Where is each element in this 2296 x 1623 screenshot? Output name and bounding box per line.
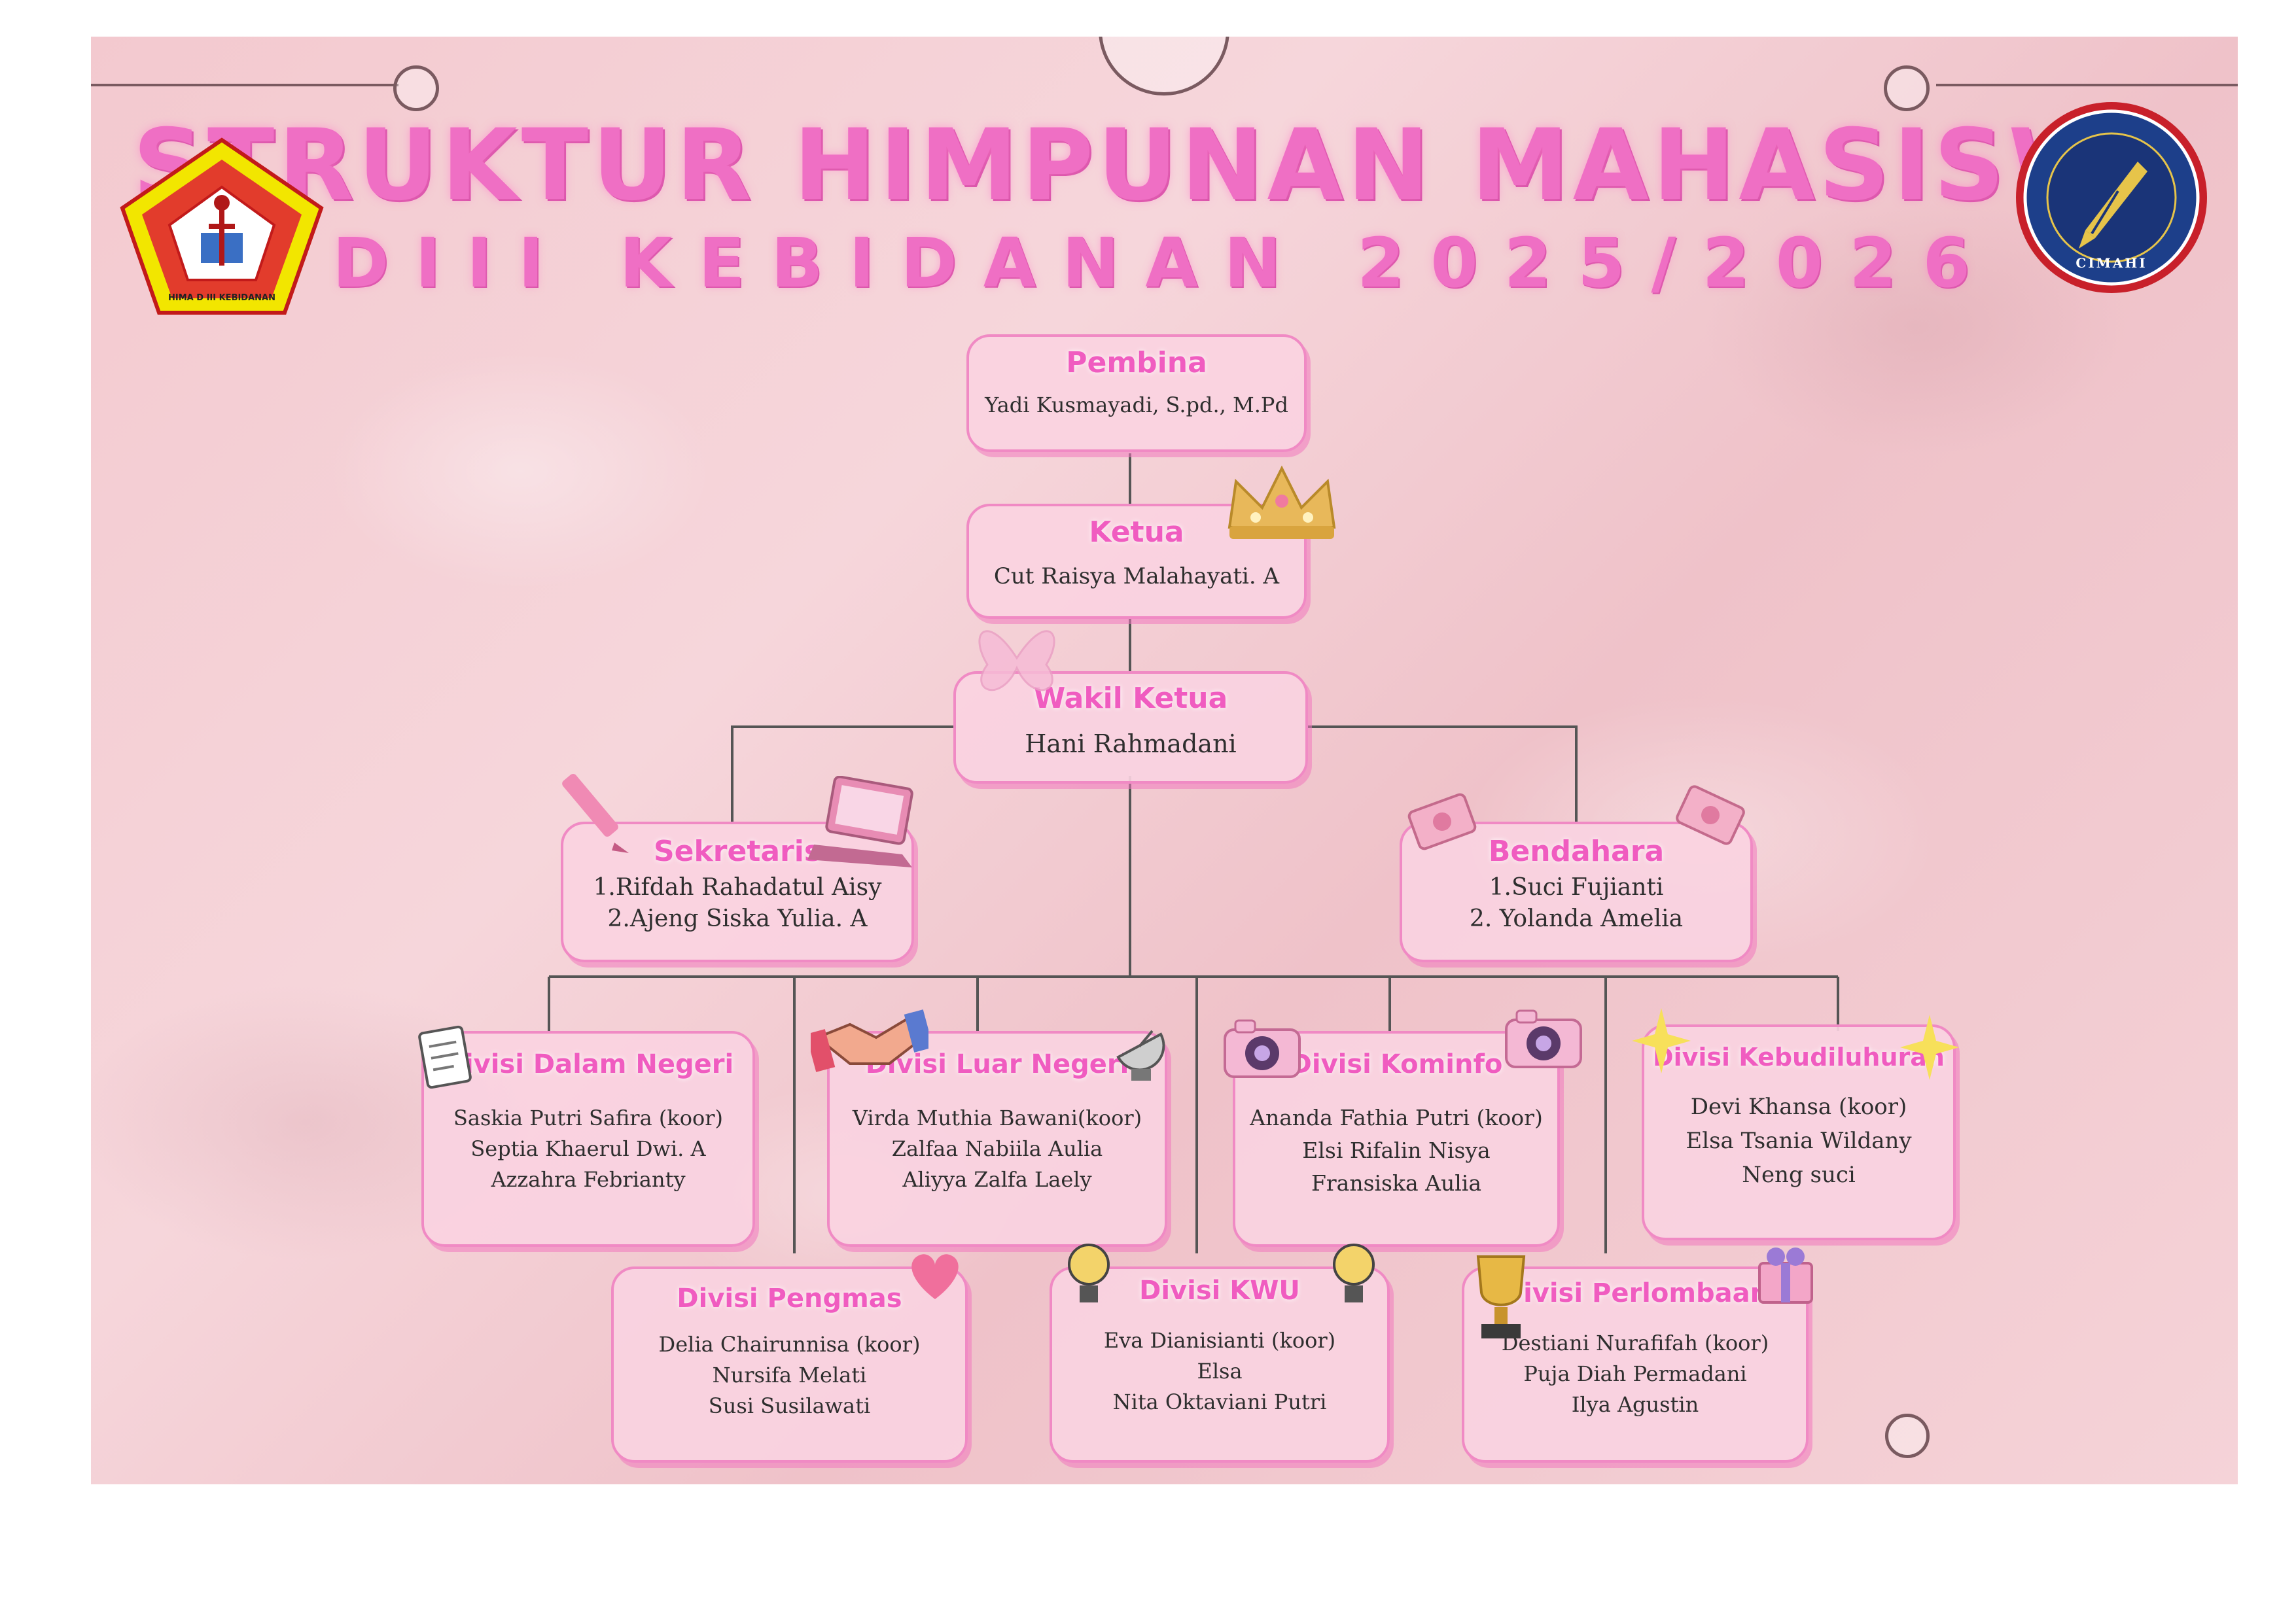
division-member: Devi Khansa (koor): [1690, 1094, 1907, 1120]
sparkle-icon: [1632, 1008, 1691, 1073]
bendahara-card: Bendahara 1.Suci Fujianti 2. Yolanda Ame…: [1400, 822, 1753, 962]
gift-icon: [1758, 1248, 1813, 1304]
connector-wakil-bendahara: [1308, 725, 1578, 822]
pembina-heading: Pembina: [1066, 346, 1207, 379]
division-member: Susi Susilawati: [708, 1393, 871, 1418]
division-card-kebudiluhuran: Divisi Kebudiluhuran Devi Khansa (koor) …: [1642, 1024, 1956, 1240]
division-members: Devi Khansa (koor) Elsa Tsania Wildany N…: [1644, 1090, 1953, 1192]
document-icon: [418, 1025, 472, 1089]
division-members: Eva Dianisianti (koor) Elsa Nita Oktavia…: [1052, 1325, 1387, 1418]
division-members: Saskia Putri Safira (koor) Septia Khaeru…: [424, 1103, 752, 1195]
division-heading: Divisi Kebudiluhuran: [1653, 1043, 1945, 1072]
bendahara-members: 1.Suci Fujianti 2. Yolanda Amelia: [1402, 872, 1750, 935]
sekretaris-members: 1.Rifdah Rahadatul Aisy 2.Ajeng Siska Yu…: [563, 872, 911, 935]
top-right-circle: [1884, 65, 1930, 111]
cimahi-seal-label: CIMAHI: [2075, 255, 2147, 271]
division-member: Elsa: [1197, 1359, 1243, 1384]
bendahara-heading: Bendahara: [1488, 835, 1665, 868]
ketua-card: Ketua Cut Raisya Malahayati. A: [966, 504, 1307, 619]
hima-logo-label: HIMA D III KEBIDANAN: [168, 293, 275, 303]
handshake-icon: [811, 1009, 928, 1072]
camera-icon: [1505, 1009, 1582, 1068]
org-chart-poster: STRUKTUR HIMPUNAN MAHASISWA DIII KEBIDAN…: [91, 37, 2238, 1484]
lightbulb-icon: [1333, 1244, 1375, 1302]
division-members: Delia Chairunnisa (koor) Nursifa Melati …: [614, 1329, 965, 1422]
division-heading: Divisi Luar Negeri: [865, 1049, 1129, 1079]
division-heading: Divisi Pengmas: [677, 1283, 902, 1314]
division-card-luar-negeri: Divisi Luar Negeri Virda Muthia Bawani(k…: [827, 1031, 1167, 1247]
page-title: STRUKTUR HIMPUNAN MAHASISWA: [132, 109, 2197, 222]
division-member: Azzahra Febrianty: [491, 1167, 686, 1192]
lightbulb-icon: [1068, 1244, 1110, 1302]
cimahi-seal-logo: CIMAHI: [2013, 99, 2210, 296]
camera-icon: [1224, 1019, 1301, 1078]
division-heading: Divisi KWU: [1139, 1276, 1300, 1306]
sekretaris-member: 1.Rifdah Rahadatul Aisy: [593, 874, 882, 901]
division-member: Nursifa Melati: [712, 1363, 867, 1387]
division-member: Neng suci: [1742, 1162, 1856, 1188]
division-member: Septia Khaerul Dwi. A: [470, 1136, 706, 1161]
crown-icon: [1227, 465, 1336, 539]
division-card-pengmas: Divisi Pengmas Delia Chairunnisa (koor) …: [611, 1266, 968, 1463]
division-member: Puja Diah Permadani: [1523, 1361, 1747, 1386]
division-member: Elsi Rifalin Nisya: [1302, 1138, 1491, 1163]
sekretaris-heading: Sekretaris: [653, 835, 822, 868]
division-members: Destiani Nurafifah (koor) Puja Diah Perm…: [1464, 1328, 1806, 1420]
sekretaris-member: 2.Ajeng Siska Yulia. A: [607, 905, 868, 932]
division-member: Delia Chairunnisa (koor): [658, 1332, 921, 1357]
top-left-rule: [91, 84, 398, 86]
bottom-right-circle: [1885, 1414, 1930, 1458]
wakil-ketua-name: Hani Rahmadani: [1025, 729, 1237, 758]
bendahara-member: 1.Suci Fujianti: [1489, 874, 1664, 901]
division-member: Nita Oktaviani Putri: [1112, 1389, 1327, 1414]
sparkle-icon: [1900, 1015, 1959, 1080]
division-member: Ilya Agustin: [1571, 1392, 1699, 1417]
division-members: Virda Muthia Bawani(koor) Zalfaa Nabiila…: [830, 1103, 1165, 1195]
connector-lines: [548, 453, 1839, 1253]
division-member: Eva Dianisianti (koor): [1103, 1328, 1336, 1353]
bendahara-member: 2. Yolanda Amelia: [1469, 905, 1684, 932]
division-heading: Divisi Dalam Negeri: [442, 1049, 734, 1079]
butterfly-icon: [978, 630, 1055, 691]
division-heading: Divisi Kominfo: [1290, 1049, 1503, 1079]
division-member: Fransiska Aulia: [1311, 1170, 1482, 1196]
page-subtitle: DIII KEBIDANAN 2025/2026: [332, 223, 1996, 303]
division-member: Ananda Fathia Putri (koor): [1250, 1105, 1543, 1130]
division-card-perlombaan: Divisi Perlombaan Destiani Nurafifah (ko…: [1462, 1266, 1809, 1463]
division-member: Destiani Nurafifah (koor): [1501, 1331, 1769, 1355]
laptop-icon: [807, 776, 913, 867]
division-member: Zalfaa Nabiila Aulia: [891, 1136, 1103, 1161]
satellite-icon: [1116, 1030, 1165, 1081]
ketua-heading: Ketua: [1089, 515, 1184, 549]
division-members: Ananda Fathia Putri (koor) Elsi Rifalin …: [1235, 1102, 1557, 1200]
division-member: Aliyya Zalfa Laely: [902, 1167, 1092, 1192]
pencil-icon: [562, 773, 629, 853]
wakil-ketua-heading: Wakil Ketua: [1033, 682, 1228, 715]
sekretaris-card: Sekretaris 1.Rifdah Rahadatul Aisy 2.Aje…: [561, 822, 914, 962]
division-card-kwu: Divisi KWU Eva Dianisianti (koor) Elsa N…: [1050, 1266, 1390, 1463]
division-member: Elsa Tsania Wildany: [1686, 1128, 1912, 1154]
pembina-name: Yadi Kusmayadi, S.pd., M.Pd: [985, 393, 1288, 417]
trophy-icon: [1476, 1255, 1526, 1338]
wakil-ketua-card: Wakil Ketua Hani Rahmadani: [953, 671, 1308, 784]
division-member: Saskia Putri Safira (koor): [453, 1106, 724, 1130]
heart-icon: [911, 1254, 959, 1299]
top-right-rule: [1936, 84, 2238, 86]
pembina-card: Pembina Yadi Kusmayadi, S.pd., M.Pd: [966, 334, 1307, 452]
top-left-circle: [393, 65, 439, 111]
division-card-dalam-negeri: Divisi Dalam Negeri Saskia Putri Safira …: [421, 1031, 755, 1247]
division-heading: Divisi Perlombaan: [1501, 1278, 1769, 1308]
money-icon: [1407, 793, 1477, 850]
ketua-name: Cut Raisya Malahayati. A: [993, 563, 1280, 589]
money-icon: [1676, 785, 1745, 845]
hima-logo: HIMA D III KEBIDANAN: [117, 135, 327, 318]
division-member: Virda Muthia Bawani(koor): [852, 1106, 1142, 1130]
connector-wakil-sekretaris: [731, 725, 953, 822]
